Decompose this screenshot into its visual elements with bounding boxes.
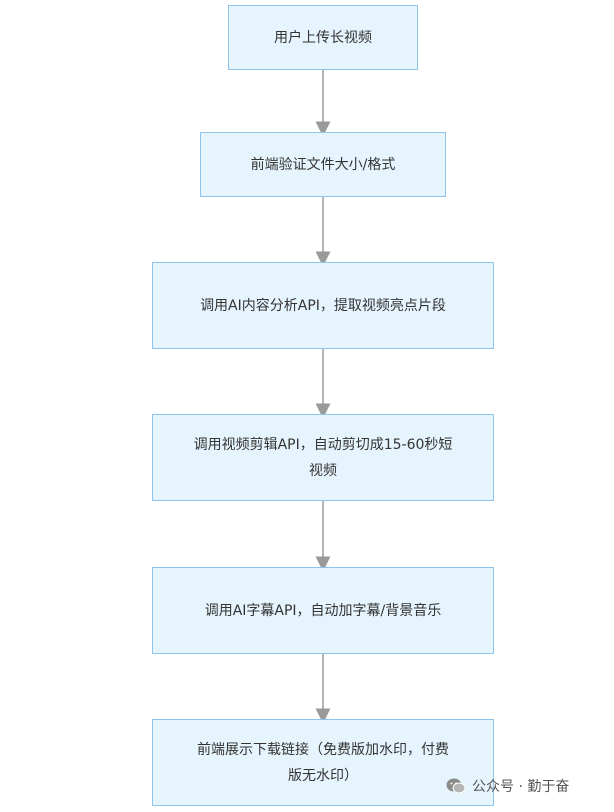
step-validate-file: 前端验证文件大小/格式 [200,132,446,197]
step-ai-analysis-label: 调用AI内容分析API，提取视频亮点片段 [200,297,446,314]
step-validate-file-label: 前端验证文件大小/格式 [250,156,396,173]
wechat-icon [446,778,466,794]
step-upload-video-label: 用户上传长视频 [274,29,372,46]
step-upload-video: 用户上传长视频 [228,5,418,70]
step-video-clip-label: 调用视频剪辑API，自动剪切成15-60秒短视频 [193,436,453,479]
watermark-text: 公众号 · 勤于奋 [472,779,570,795]
wechat-watermark: 公众号 · 勤于奋 [446,776,569,796]
step-video-clip: 调用视频剪辑API，自动剪切成15-60秒短视频 [152,414,494,501]
step-ai-analysis: 调用AI内容分析API，提取视频亮点片段 [152,262,494,349]
step-ai-subtitle: 调用AI字幕API，自动加字幕/背景音乐 [152,567,494,654]
step-download-link: 前端展示下载链接（免费版加水印，付费版无水印） [152,719,494,806]
step-ai-subtitle-label: 调用AI字幕API，自动加字幕/背景音乐 [204,602,442,619]
step-download-link-label: 前端展示下载链接（免费版加水印，付费版无水印） [197,741,449,784]
